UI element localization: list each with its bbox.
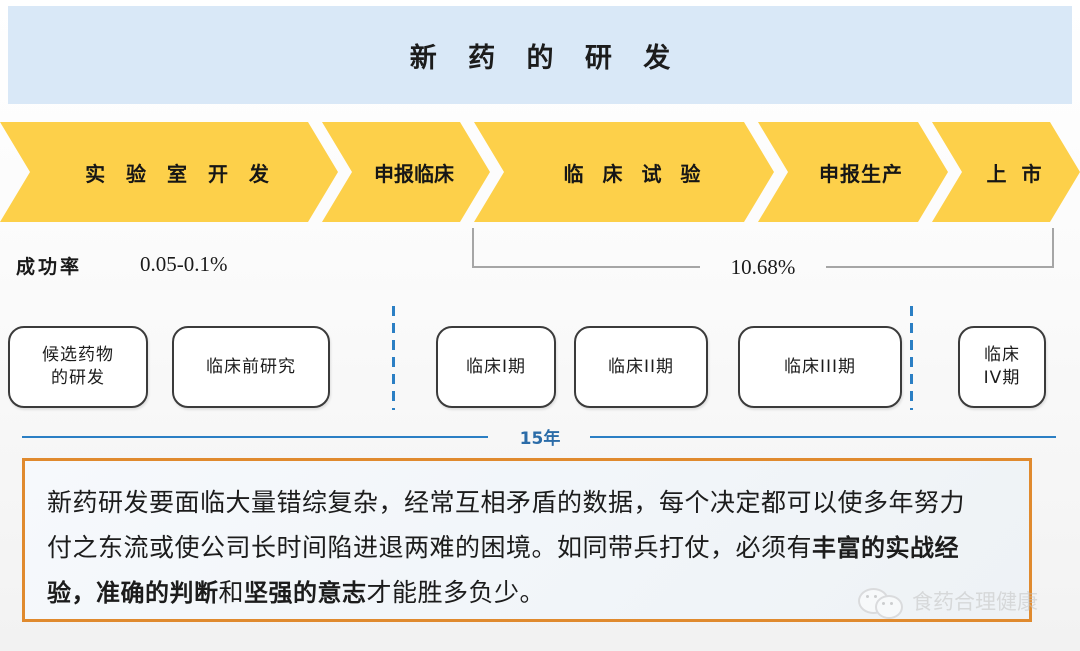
success-rate-label: 成功率 (16, 256, 83, 278)
phase-box-label: 临床III期 (783, 356, 857, 377)
watermark: 食药合理健康 (858, 586, 1038, 619)
bracket-right-tick (1052, 228, 1054, 268)
phase-box-clinical-phase-1[interactable]: 临床I期 (436, 326, 556, 408)
success-rate-bracket-value: 10.68% (730, 255, 796, 279)
dashed-separator-left (392, 306, 395, 410)
bracket-left-tick (472, 228, 474, 268)
summary-note-line-3: 验，准确的判断和坚强的意志才能胜多负少。 (47, 579, 546, 607)
timeline-line-left (22, 436, 488, 438)
phase-box-preclinical-research[interactable]: 临床前研究 (172, 326, 330, 408)
success-rate-bracket: 10.68% (472, 228, 1054, 279)
summary-note-line-2: 付之东流或使公司长时间陷进退两难的困境。如同带兵打仗，必须有丰富的实战经 (47, 534, 960, 562)
phase-box-label: 临床I期 (465, 356, 526, 377)
stage-chevron-clinical-trial[interactable]: 临 床 试 验 (474, 122, 774, 222)
timeline-line-right (590, 436, 1056, 438)
bracket-line-right (826, 266, 1054, 268)
timeline-duration-label: 15年 (519, 429, 561, 449)
summary-note-line-1: 新药研发要面临大量错综复杂，经常互相矛盾的数据，每个决定都可以使多年努力 (47, 490, 966, 517)
wechat-icon (858, 586, 903, 619)
summary-note-box: 新药研发要面临大量错综复杂，经常互相矛盾的数据，每个决定都可以使多年努力 付之东… (22, 458, 1032, 622)
stage-label: 申报临床 (374, 161, 454, 186)
phase-box-clinical-phase-3[interactable]: 临床III期 (738, 326, 902, 408)
success-rate-early-value: 0.05-0.1% (140, 252, 228, 276)
stage-chevron-ind-application[interactable]: 申报临床 (322, 122, 490, 222)
phase-box-clinical-phase-2[interactable]: 临床II期 (574, 326, 708, 408)
stage-label: 上 市 (986, 161, 1046, 186)
bracket-line-left (472, 266, 700, 268)
phase-box-label: 候选药物的研发 (42, 345, 114, 388)
stage-label: 临 床 试 验 (563, 161, 707, 186)
stage-chevron-band: 实 验 室 开 发 申报临床 临 床 试 验 申报生产 上 市 (0, 122, 1080, 222)
stage-label: 实 验 室 开 发 (85, 161, 276, 186)
stage-chevron-nda-application[interactable]: 申报生产 (758, 122, 948, 222)
phase-box-label: 临床II期 (607, 356, 675, 377)
page-title: 新 药 的 研 发 (409, 42, 682, 74)
dashed-separator-right (910, 306, 913, 410)
title-banner: 新 药 的 研 发 (8, 6, 1072, 104)
stage-label: 申报生产 (819, 161, 903, 186)
phase-box-label: 临床前研究 (206, 356, 296, 377)
phase-box-candidate-drug-rd[interactable]: 候选药物的研发 (8, 326, 148, 408)
stage-chevron-lab-development[interactable]: 实 验 室 开 发 (0, 122, 338, 222)
watermark-text: 食药合理健康 (912, 590, 1038, 614)
stage-chevron-market-launch[interactable]: 上 市 (932, 122, 1080, 222)
timeline-divider: 15年 (0, 424, 1080, 450)
